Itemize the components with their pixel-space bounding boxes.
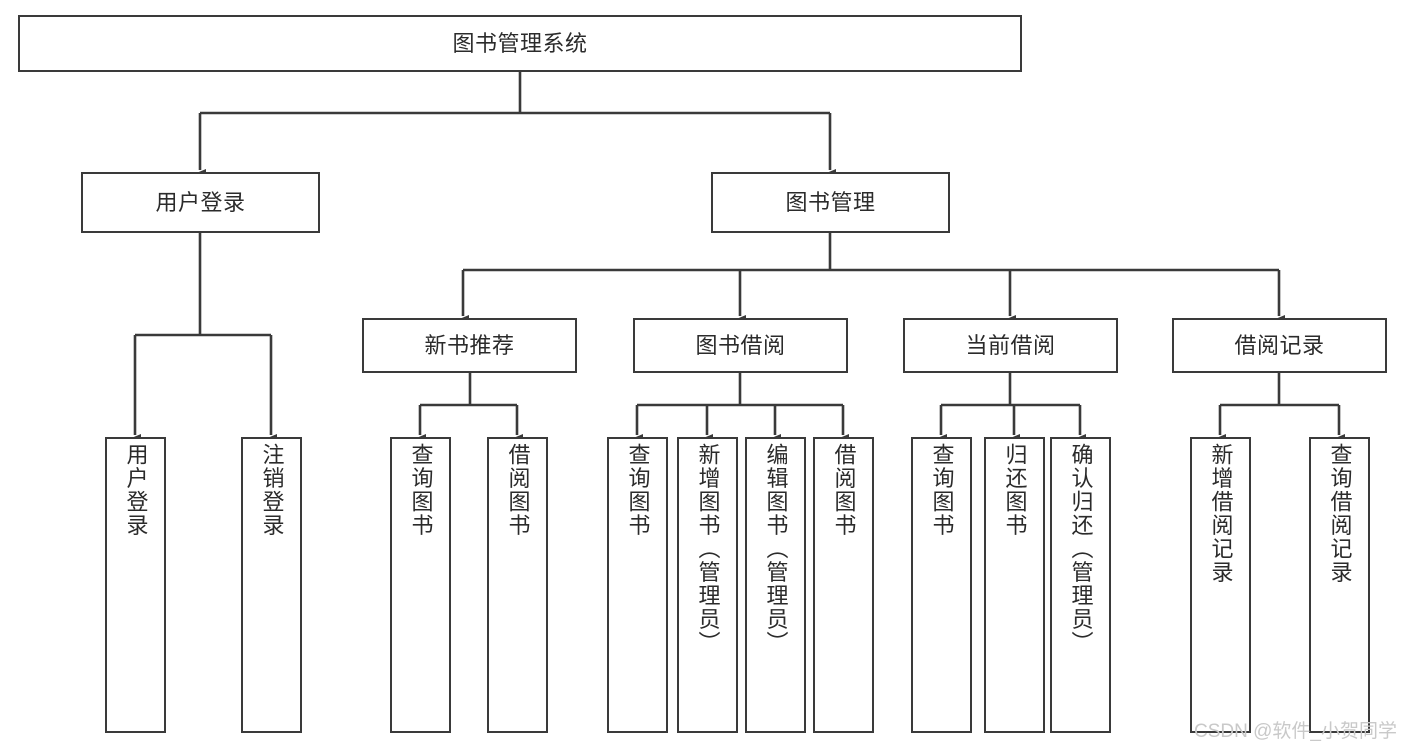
node-label: 查询图书	[929, 443, 955, 537]
node-leaf-add-record[interactable]: 新增借阅记录	[1190, 437, 1251, 733]
node-leaf-query-record[interactable]: 查询借阅记录	[1309, 437, 1370, 733]
node-label: 借阅图书	[831, 443, 857, 537]
node-root[interactable]: 图书管理系统	[18, 15, 1022, 72]
edge-paths	[129, 72, 1345, 444]
node-leaf-user-logout[interactable]: 注销登录	[241, 437, 302, 733]
node-leaf-borrow-book-2[interactable]: 借阅图书	[813, 437, 874, 733]
node-leaf-return-book[interactable]: 归还图书	[984, 437, 1045, 733]
node-new-book-recommend[interactable]: 新书推荐	[362, 318, 577, 373]
node-leaf-add-book[interactable]: 新增图书（管理员）	[677, 437, 738, 733]
node-label: 当前借阅	[965, 332, 1056, 358]
node-label: 用户登录	[155, 189, 246, 215]
node-leaf-query-book-1[interactable]: 查询图书	[390, 437, 451, 733]
node-leaf-user-login[interactable]: 用户登录	[105, 437, 166, 733]
node-label: 用户登录	[123, 443, 149, 537]
node-leaf-query-book-3[interactable]: 查询图书	[911, 437, 972, 733]
node-label: 归还图书	[1002, 443, 1028, 537]
node-label: 确认归还（管理员）	[1068, 443, 1094, 655]
node-label: 编辑图书（管理员）	[763, 443, 789, 655]
node-current-borrow[interactable]: 当前借阅	[903, 318, 1118, 373]
node-leaf-borrow-book-1[interactable]: 借阅图书	[487, 437, 548, 733]
node-label: 图书管理	[785, 189, 876, 215]
node-label: 图书管理系统	[452, 30, 588, 56]
watermark-text: CSDN @软件_小贺同学	[1194, 721, 1397, 742]
node-label: 借阅图书	[505, 443, 531, 537]
node-label: 新书推荐	[424, 332, 515, 358]
node-label: 图书借阅	[695, 332, 786, 358]
node-label: 查询图书	[625, 443, 651, 537]
node-user-login[interactable]: 用户登录	[81, 172, 320, 233]
node-book-manage[interactable]: 图书管理	[711, 172, 950, 233]
node-leaf-edit-book[interactable]: 编辑图书（管理员）	[745, 437, 806, 733]
node-book-borrow[interactable]: 图书借阅	[633, 318, 848, 373]
node-label: 新增图书（管理员）	[695, 443, 721, 655]
node-label: 新增借阅记录	[1208, 443, 1234, 584]
node-label: 注销登录	[259, 443, 285, 537]
node-borrow-record[interactable]: 借阅记录	[1172, 318, 1387, 373]
node-leaf-query-book-2[interactable]: 查询图书	[607, 437, 668, 733]
node-label: 查询借阅记录	[1327, 443, 1353, 584]
node-leaf-confirm-return[interactable]: 确认归还（管理员）	[1050, 437, 1111, 733]
node-label: 借阅记录	[1234, 332, 1325, 358]
node-label: 查询图书	[408, 443, 434, 537]
